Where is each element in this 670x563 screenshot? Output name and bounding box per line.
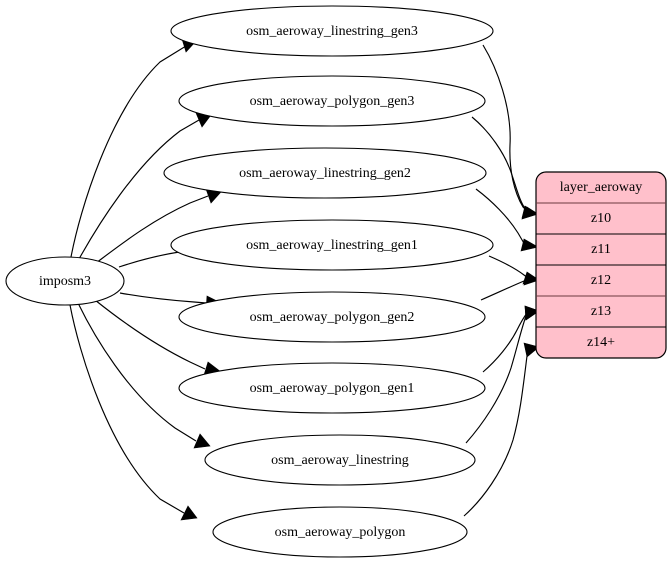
table-ellipse[interactable] xyxy=(178,75,486,127)
node-osm-aeroway-linestring-gen2[interactable]: osm_aeroway_linestring_gen2 xyxy=(163,147,487,199)
table-ellipse[interactable] xyxy=(178,291,486,343)
edge-linestring-to-z13 xyxy=(465,310,530,444)
layer-table-row-z11[interactable]: z11 xyxy=(591,242,611,257)
edge-imposm3-to-polygon-gen3 xyxy=(78,119,200,260)
layer-table-row-z13[interactable]: z13 xyxy=(591,304,611,319)
edge-polygon-to-z14plus xyxy=(463,347,530,517)
node-osm-aeroway-linestring[interactable]: osm_aeroway_linestring xyxy=(204,434,476,486)
edge-polygon-gen2-to-z12 xyxy=(480,278,530,301)
edge-polygon-gen1-to-z13 xyxy=(482,310,530,373)
imposm3-label: imposm3 xyxy=(39,274,91,289)
arrowhead-icon xyxy=(523,272,540,286)
table-ellipse-label: osm_aeroway_polygon xyxy=(275,525,406,540)
arrowhead-icon xyxy=(180,505,198,521)
table-ellipse-label: osm_aeroway_linestring xyxy=(271,453,409,468)
arrowhead-icon xyxy=(523,342,540,358)
edge-imposm3-to-linestring-gen3 xyxy=(70,45,187,258)
table-ellipse-label: osm_aeroway_polygon_gen2 xyxy=(250,310,415,325)
node-imposm3[interactable]: imposm3 xyxy=(5,256,125,306)
table-ellipse-label: osm_aeroway_polygon_gen1 xyxy=(250,381,415,396)
arrowhead-icon xyxy=(193,433,211,449)
node-osm-aeroway-linestring-gen1[interactable]: osm_aeroway_linestring_gen1 xyxy=(170,219,494,271)
arrowhead-icon xyxy=(524,305,540,321)
arrowhead-icon xyxy=(521,206,539,220)
node-layer-aeroway-table[interactable]: layer_aeroway z10 z11 z12 z13 z14+ xyxy=(535,171,667,359)
table-ellipse[interactable] xyxy=(204,434,476,486)
node-osm-aeroway-polygon-gen1[interactable]: osm_aeroway_polygon_gen1 xyxy=(178,362,486,414)
imposm3-ellipse[interactable] xyxy=(5,256,125,306)
edge-linestring-gen2-to-z11 xyxy=(475,188,526,246)
node-osm-aeroway-polygon-gen3[interactable]: osm_aeroway_polygon_gen3 xyxy=(178,75,486,127)
table-ellipse-label: osm_aeroway_polygon_gen3 xyxy=(250,94,415,109)
edge-imposm3-to-polygon xyxy=(69,304,185,514)
layer-table-row-z10[interactable]: z10 xyxy=(591,211,611,226)
edge-imposm3-to-linestring-gen2 xyxy=(95,195,209,264)
edge-imposm3-to-polygon-gen1 xyxy=(94,299,206,370)
edge-linestring-gen3-to-z10 xyxy=(482,44,529,213)
table-ellipse[interactable] xyxy=(170,5,494,57)
edge-linestring-gen1-to-z12 xyxy=(488,255,529,279)
table-ellipse-label: osm_aeroway_linestring_gen3 xyxy=(246,24,418,39)
node-osm-aeroway-polygon[interactable]: osm_aeroway_polygon xyxy=(212,506,468,558)
edges-to-table xyxy=(463,44,540,517)
edge-imposm3-to-polygon-gen2 xyxy=(119,292,207,304)
table-ellipse[interactable] xyxy=(212,506,468,558)
table-ellipse-label: osm_aeroway_linestring_gen2 xyxy=(239,166,411,181)
table-ellipse[interactable] xyxy=(163,147,487,199)
layer-table-row-z14plus[interactable]: z14+ xyxy=(587,335,615,350)
edge-polygon-gen3-to-z10 xyxy=(471,116,530,214)
table-ellipse[interactable] xyxy=(170,219,494,271)
table-ellipse-label: osm_aeroway_linestring_gen1 xyxy=(246,238,418,253)
arrowhead-icon xyxy=(520,238,539,252)
layer-table-row-z12[interactable]: z12 xyxy=(591,273,611,288)
node-osm-aeroway-polygon-gen2[interactable]: osm_aeroway_polygon_gen2 xyxy=(178,291,486,343)
edge-imposm3-to-linestring xyxy=(77,302,197,442)
table-ellipse[interactable] xyxy=(178,362,486,414)
node-osm-aeroway-linestring-gen3[interactable]: osm_aeroway_linestring_gen3 xyxy=(170,5,494,57)
layer-table-header-label: layer_aeroway xyxy=(560,180,642,195)
